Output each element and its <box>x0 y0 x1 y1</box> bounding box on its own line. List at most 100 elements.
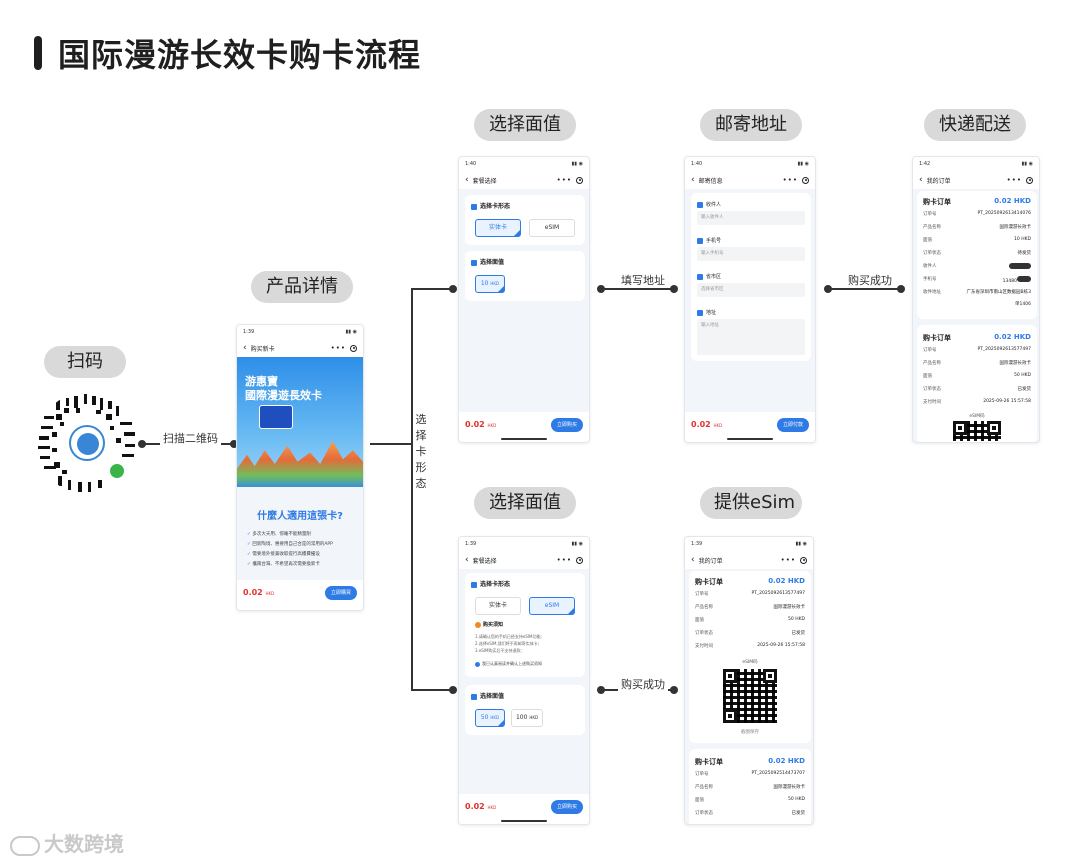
order-row: 收件地址 广东省深圳市南山区数据园B栋3 <box>923 289 1031 295</box>
back-icon[interactable]: ‹ <box>465 554 469 565</box>
order-row-value: 国际漫游长效卡 <box>773 785 806 790</box>
buy-button[interactable]: 立即购买 <box>550 800 583 814</box>
step-amount-top: 选择面值 <box>474 109 576 141</box>
buy-button[interactable]: 立即购买 <box>550 418 583 432</box>
wallet-icon <box>471 259 477 266</box>
phone-icon <box>697 237 703 244</box>
benefit-item: 攜兩台灣、不希望再次需要換新卡 <box>247 561 320 567</box>
more-icon[interactable]: ••• <box>1006 176 1022 184</box>
back-icon[interactable]: ‹ <box>691 554 695 565</box>
step-address: 邮寄地址 <box>700 109 802 141</box>
close-capsule-icon[interactable] <box>350 344 357 352</box>
wave-logo-icon <box>77 433 99 455</box>
close-capsule-icon[interactable] <box>576 176 583 184</box>
notice-confirm[interactable]: 我已认真阅读并确认上述购买须知 <box>475 661 542 667</box>
price-value: 0.02 <box>465 802 485 811</box>
banner-title-line2: 國際漫遊長效卡 <box>245 389 322 402</box>
order-row-value: 13480 <box>1003 276 1031 284</box>
status-time: 1:42 <box>919 161 931 167</box>
amount-option-unit: HKD <box>529 715 539 720</box>
order-row-value: PT_2025092613577497 <box>751 591 805 596</box>
more-icon[interactable]: ••• <box>780 556 796 564</box>
order-amount: 0.02 HKD <box>768 757 805 765</box>
region-icon <box>697 273 703 280</box>
checkbox-icon[interactable] <box>475 661 480 667</box>
order-row-key: 面值 <box>923 238 932 243</box>
order-row-value: 广东省深圳市南山区数据园B栋3 <box>966 290 1031 295</box>
location-icon <box>697 309 703 316</box>
order-row-key: 订单状态 <box>923 387 941 392</box>
card-form-head-label: 选择卡形态 <box>480 581 511 588</box>
order-title: 购卡订单 <box>695 758 723 766</box>
connector-dot <box>597 285 605 293</box>
order-row-key: 订单号 <box>923 212 937 217</box>
notice-line: 2.选择eSIM,我们将不再邮寄实体卡; <box>475 641 540 646</box>
recipient-input[interactable]: 输入收件人 <box>697 211 805 225</box>
card-form-card: 选择卡形态 实体卡 eSIM <box>465 195 585 245</box>
order-row-key: 订单状态 <box>923 251 941 256</box>
back-icon[interactable]: ‹ <box>465 174 469 185</box>
connector-dot <box>670 686 678 694</box>
option-esim[interactable]: eSIM <box>529 219 575 237</box>
order-row-value: 国际漫游长效卡 <box>999 361 1032 366</box>
amount-card: 选择面值 10 HKD <box>465 251 585 301</box>
esim-qr-code[interactable] <box>723 669 777 723</box>
phone-input[interactable]: 输入手机号 <box>697 247 805 261</box>
buy-button[interactable]: 立即購買 <box>324 586 357 600</box>
more-icon[interactable]: ••• <box>556 556 572 564</box>
connector-label-form: 选择卡形态 <box>414 412 428 492</box>
order-row-key: 收件地址 <box>923 290 941 295</box>
address-input[interactable]: 输入地址 <box>697 319 805 355</box>
back-icon[interactable]: ‹ <box>243 342 247 353</box>
amount-head-label: 选择面值 <box>480 259 505 266</box>
amount-option[interactable]: 100 HKD <box>511 709 543 727</box>
more-icon[interactable]: ••• <box>782 176 798 184</box>
close-capsule-icon[interactable] <box>1026 176 1033 184</box>
watermark: 大数跨境 <box>10 828 124 857</box>
amount-card: 选择面值 50 HKD 100 HKD <box>465 685 585 735</box>
amount-option[interactable]: 10 HKD <box>475 275 505 293</box>
amount-option-unit: HKD <box>490 715 500 720</box>
pay-button[interactable]: 立即付款 <box>776 418 809 432</box>
close-capsule-icon[interactable] <box>800 556 807 564</box>
option-physical-card[interactable]: 实体卡 <box>475 219 521 237</box>
benefit-item: 回新陶境、惠要用自己合是的常用的APP <box>247 541 333 547</box>
order-row-key: 产品名称 <box>695 785 713 790</box>
bottom-bar: 0.02 HKD 立即購買 <box>237 580 363 610</box>
order-row: 订单状态已发货 <box>695 810 805 816</box>
status-bar: 1:39▮▮ ◉ <box>459 537 589 551</box>
notice-head: 购买须知 <box>475 621 503 628</box>
order-row-value: PT_2025092613414076 <box>977 211 1031 216</box>
price-currency: HKD <box>487 805 497 810</box>
region-select[interactable]: 选择省市区 <box>697 283 805 297</box>
option-physical-card[interactable]: 实体卡 <box>475 597 521 615</box>
connector-dot <box>138 440 146 448</box>
order-amount: 0.02 HKD <box>768 577 805 585</box>
more-icon[interactable]: ••• <box>556 176 572 184</box>
close-capsule-icon[interactable] <box>576 556 583 564</box>
back-icon[interactable]: ‹ <box>919 174 923 185</box>
order-row-value: 已发货 <box>791 811 806 816</box>
connector-label-esim: 购买成功 <box>618 676 668 692</box>
phone-address: 1:40▮▮ ◉ ‹ 邮寄信息 ••• 收件人 输入收件人 手机号 输入手机号 … <box>684 156 816 443</box>
more-icon[interactable]: ••• <box>330 344 346 352</box>
phone-product-detail: 1:39▮▮ ◉ ‹ 购买新卡 ••• 游惠寶 國際漫遊長效卡 什麼人適用這張卡… <box>236 324 364 611</box>
order-row-key: 面值 <box>695 798 704 803</box>
card-form-head: 选择卡形态 <box>471 579 510 588</box>
card-form-card: 选择卡形态 实体卡 eSIM 购买须知 1.请确认您的手机已经支持eSIM功能;… <box>465 573 585 677</box>
option-esim[interactable]: eSIM <box>529 597 575 615</box>
connector-dot <box>897 285 905 293</box>
order-row-key: 产品名称 <box>923 225 941 230</box>
phone-amount-top: 1:40▮▮ ◉ ‹ 套餐选择 ••• 选择卡形态 实体卡 eSIM 选择面值 … <box>458 156 590 443</box>
signal-icon: ▮▮ ◉ <box>1021 161 1033 167</box>
back-icon[interactable]: ‹ <box>691 174 695 185</box>
close-capsule-icon[interactable] <box>802 176 809 184</box>
connector-amount-address <box>601 288 673 290</box>
amount-option[interactable]: 50 HKD <box>475 709 505 727</box>
order-row-key: 收件人 <box>923 264 937 269</box>
nav-title: 邮寄信息 <box>698 177 723 185</box>
esim-label: eSIM码 <box>969 414 985 419</box>
qr-finder-icon <box>953 421 967 435</box>
